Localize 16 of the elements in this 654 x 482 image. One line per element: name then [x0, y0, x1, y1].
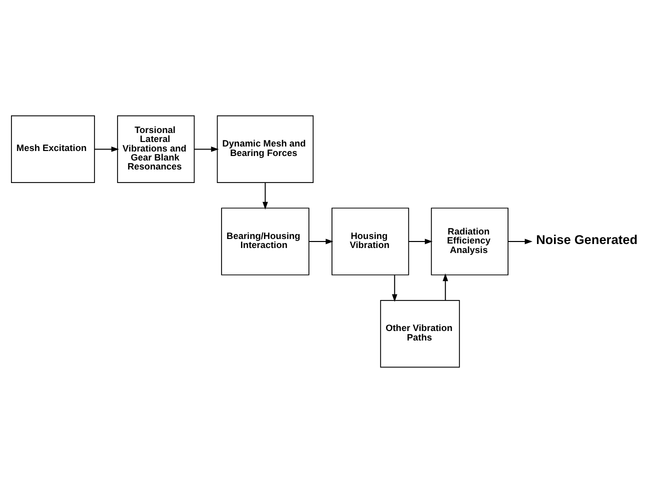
arrow [442, 272, 448, 300]
arrow [408, 238, 433, 244]
arrow [94, 146, 119, 152]
node-box: Bearing/Housing Interaction [221, 207, 310, 275]
arrow [308, 238, 334, 244]
arrow [392, 274, 398, 302]
node-box: Radiation Efficiency Analysis [430, 207, 508, 275]
node-box: Dynamic Mesh and Bearing Forces [216, 114, 314, 182]
node-box: Mesh Excitation [11, 114, 95, 182]
node-box: Housing Vibration [332, 207, 410, 275]
node-text: Noise Generated [536, 231, 638, 246]
arrow [194, 146, 219, 152]
node-box: Other Vibration Paths [380, 300, 460, 368]
node-box: Torsional Lateral Vibrations and Gear Blank Resonances [117, 114, 195, 182]
arrow [508, 238, 532, 244]
arrow [262, 182, 268, 210]
